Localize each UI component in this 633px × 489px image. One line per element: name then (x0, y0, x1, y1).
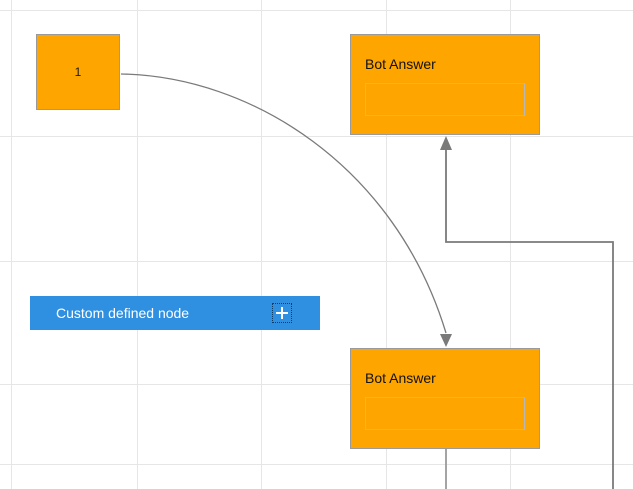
node-bot-answer-bottom[interactable]: Bot Answer (350, 348, 540, 449)
plus-icon[interactable] (272, 303, 292, 323)
connector-ortho-bot-answer-bottom-to-top[interactable] (440, 136, 614, 489)
node-bot-answer-top-textbox[interactable] (365, 83, 525, 116)
palette-item-custom-defined-node[interactable]: Custom defined node (30, 296, 320, 330)
connector-curved-node1-to-bot-answer-bottom[interactable] (120, 73, 452, 347)
node-square-1[interactable]: 1 (36, 34, 120, 110)
node-bot-answer-top[interactable]: Bot Answer (350, 34, 540, 135)
node-bot-answer-bottom-title: Bot Answer (365, 370, 436, 386)
palette-item-label: Custom defined node (56, 305, 190, 321)
arrowhead-up-icon (440, 136, 452, 150)
arrowhead-down-icon (440, 334, 452, 347)
node-square-1-label: 1 (74, 65, 82, 79)
node-bot-answer-top-title: Bot Answer (365, 56, 436, 72)
node-bot-answer-bottom-textbox[interactable] (365, 397, 525, 430)
